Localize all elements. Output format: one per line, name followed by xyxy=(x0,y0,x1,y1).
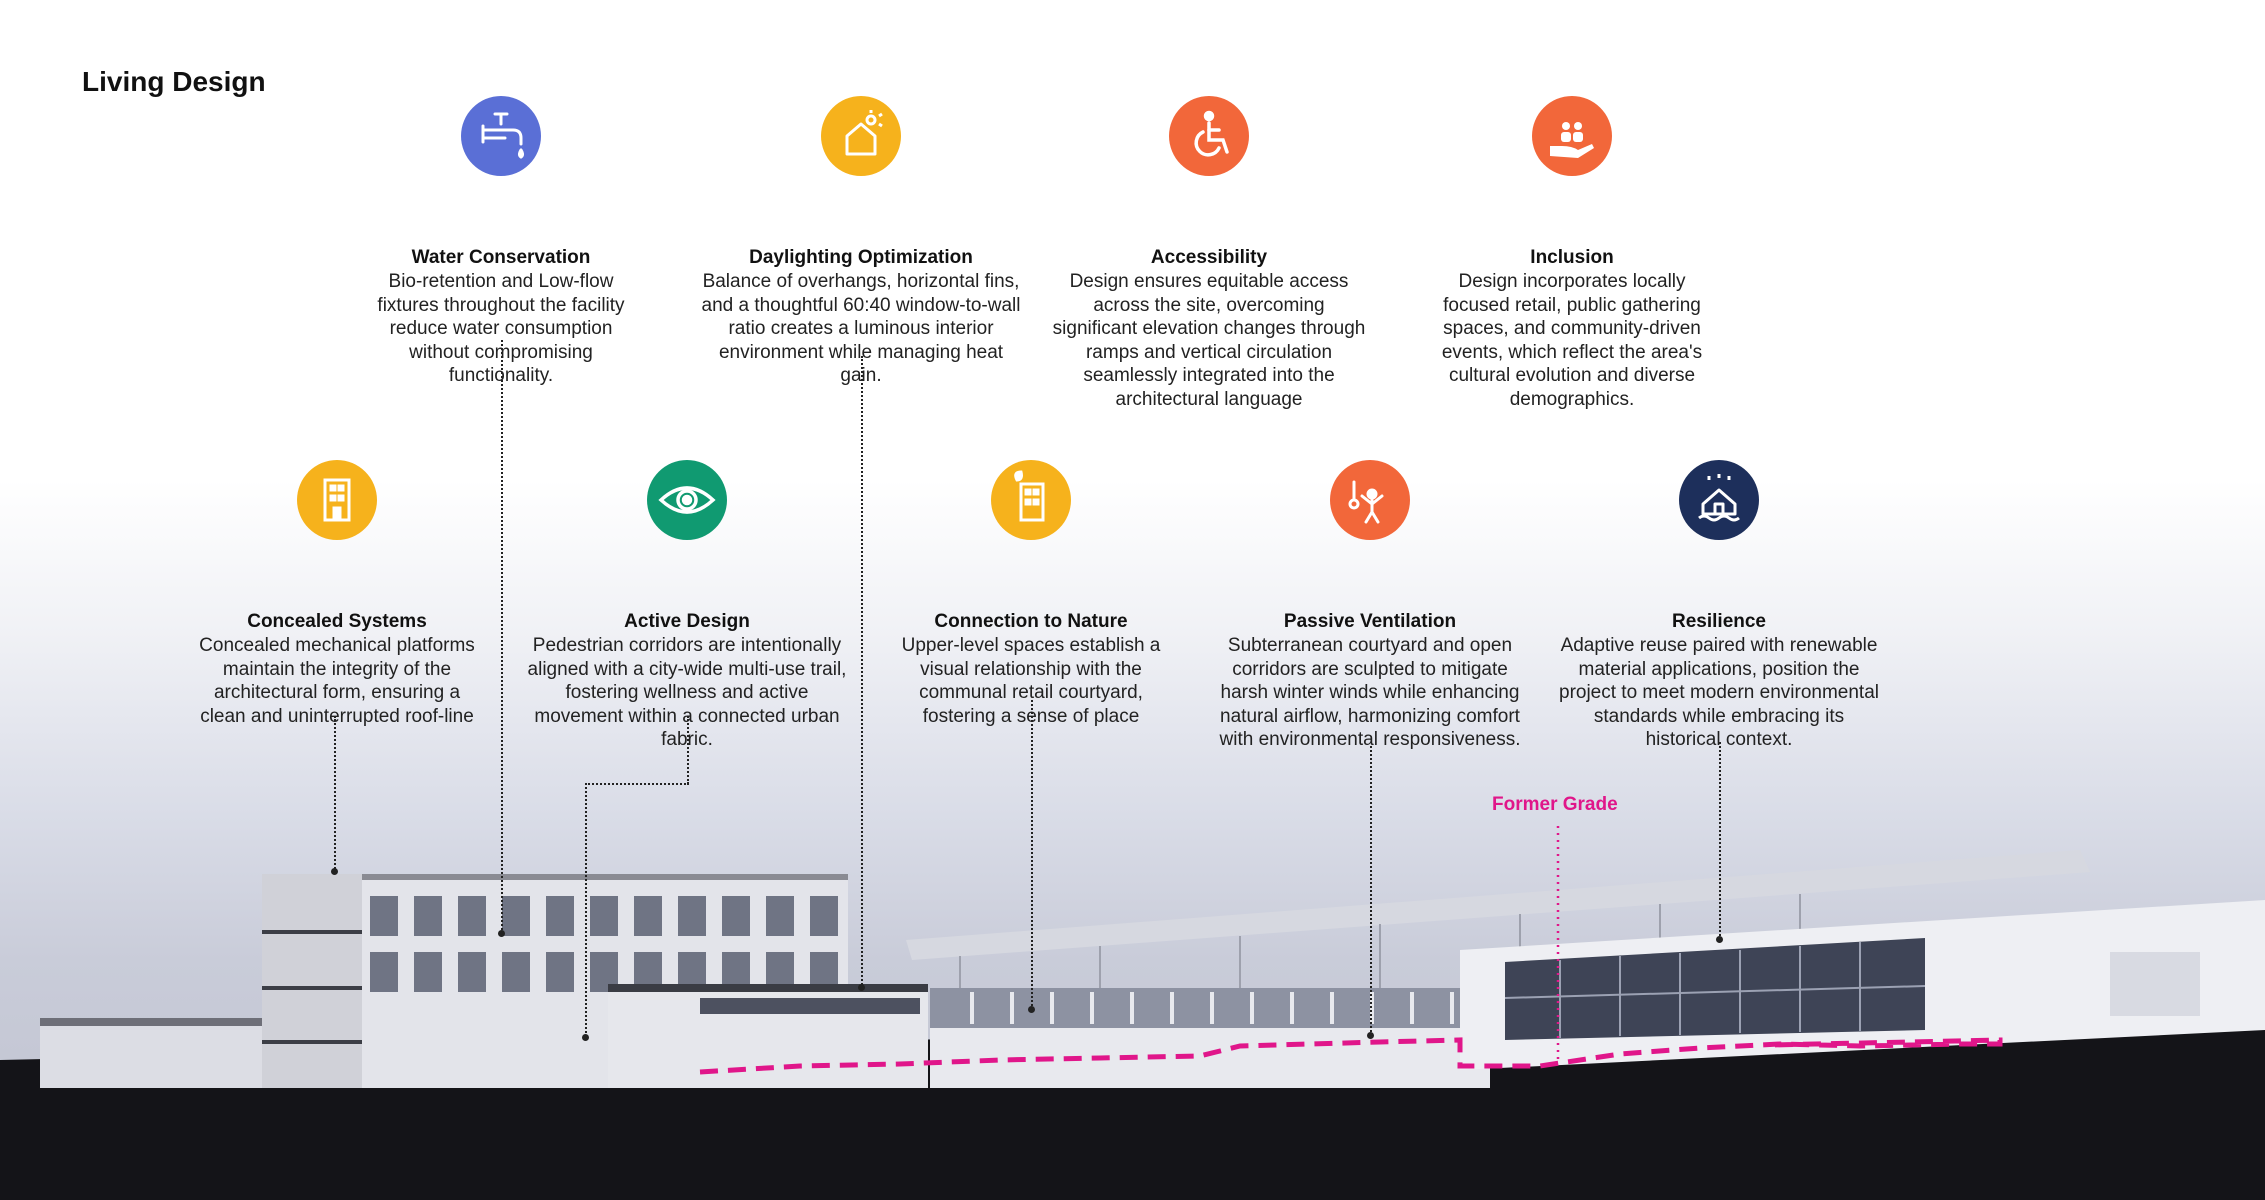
leader-dot-daylight xyxy=(858,984,865,991)
feature-active-design: Active Design Pedestrian corridors are i… xyxy=(527,460,847,752)
hand-people-icon xyxy=(1532,96,1612,176)
water-faucet-icon xyxy=(461,96,541,176)
feature-title: Connection to Nature xyxy=(934,611,1128,632)
feature-title: Inclusion xyxy=(1530,247,1614,268)
feature-description: Concealed mechanical platforms maintain … xyxy=(199,635,475,727)
leader-active-lower xyxy=(585,783,587,1037)
feature-accessibility: Accessibility Design ensures equitable a… xyxy=(1049,96,1369,411)
wheelchair-icon xyxy=(1169,96,1249,176)
former-grade-label: Former Grade xyxy=(1492,794,1618,815)
page-title: Living Design xyxy=(82,66,266,97)
leader-dot-resilience xyxy=(1716,936,1723,943)
person-air-icon xyxy=(1330,460,1410,540)
leader-concealed xyxy=(334,716,336,872)
feature-title: Active Design xyxy=(624,611,750,632)
feature-connection-to-nature: Connection to Nature Upper-level spaces … xyxy=(871,460,1191,728)
feature-title: Daylighting Optimization xyxy=(749,247,973,268)
former-grade-line xyxy=(699,1037,2003,1075)
feature-description: Subterranean courtyard and open corridor… xyxy=(1219,635,1521,750)
feature-title: Water Conservation xyxy=(411,247,591,268)
feature-title: Resilience xyxy=(1672,611,1766,632)
daylight-house-icon xyxy=(821,96,901,176)
feature-description: Bio-retention and Low-flow fixtures thro… xyxy=(377,271,625,386)
feature-description: Design ensures equitable access across t… xyxy=(1052,271,1366,410)
leader-dot-nature xyxy=(1028,1006,1035,1013)
feature-title: Concealed Systems xyxy=(247,611,427,632)
building-icon xyxy=(297,460,377,540)
feature-concealed-systems: Concealed Systems Concealed mechanical p… xyxy=(177,460,497,728)
leader-ventilation xyxy=(1370,746,1372,1036)
feature-title: Accessibility xyxy=(1150,247,1268,268)
feature-title: Passive Ventilation xyxy=(1283,611,1457,632)
leader-dot-concealed xyxy=(331,868,338,875)
feature-inclusion: Inclusion Design incorporates locally fo… xyxy=(1412,96,1732,411)
canopy-roof xyxy=(906,850,2090,960)
feature-description: Adaptive reuse paired with renewable mat… xyxy=(1559,635,1879,750)
flood-house-icon xyxy=(1679,460,1759,540)
feature-daylighting-optimization: Daylighting Optimization Balance of over… xyxy=(701,96,1021,388)
leader-active-upper xyxy=(687,716,689,784)
feature-passive-ventilation: Passive Ventilation Subterranean courtya… xyxy=(1210,460,1530,752)
leader-resilience xyxy=(1719,742,1721,940)
leader-active-horizontal xyxy=(585,783,689,785)
feature-description: Upper-level spaces establish a visual re… xyxy=(901,635,1161,727)
leader-dot-active xyxy=(582,1034,589,1041)
feature-resilience: Resilience Adaptive reuse paired with re… xyxy=(1559,460,1879,752)
leader-nature xyxy=(1031,700,1033,1010)
building-leaf-icon xyxy=(991,460,1071,540)
feature-water-conservation: Water Conservation Bio-retention and Low… xyxy=(341,96,661,388)
feature-description: Pedestrian corridors are intentionally a… xyxy=(527,635,847,750)
leader-daylight xyxy=(861,356,863,988)
leader-dot-ventilation xyxy=(1367,1032,1374,1039)
eye-icon xyxy=(647,460,727,540)
feature-description: Design incorporates locally focused reta… xyxy=(1441,271,1703,410)
feature-description: Balance of overhangs, horizontal fins, a… xyxy=(701,271,1021,386)
leader-dot-water xyxy=(498,930,505,937)
leader-water xyxy=(501,340,503,934)
